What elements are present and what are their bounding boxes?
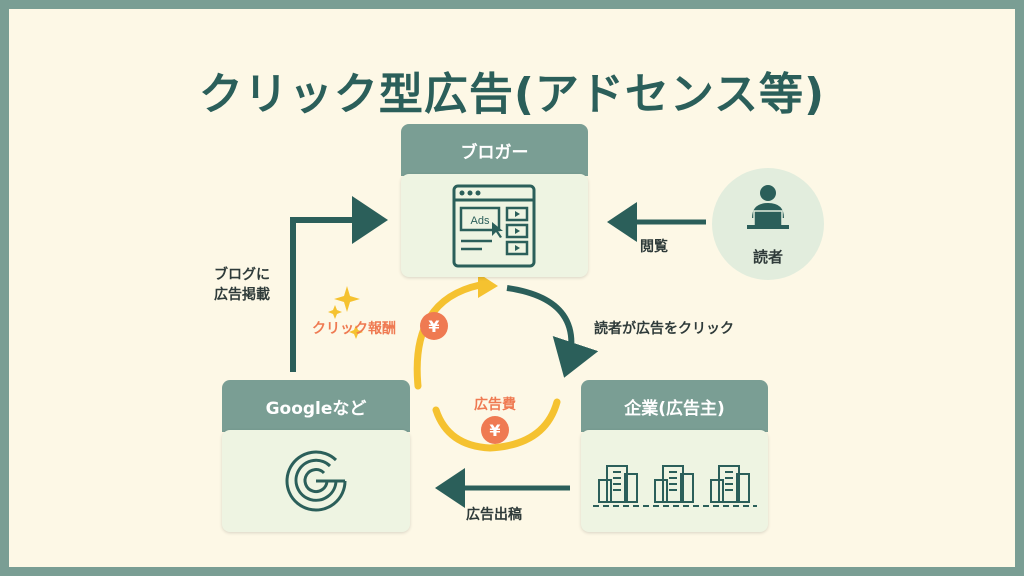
label-placement: 広告出稿 [466,507,522,523]
google-body [222,430,410,532]
yen-badge-fee: ¥ [481,416,509,444]
arrow-google-to-blogger [290,196,388,372]
google-card: Googleなど [222,380,410,532]
sparkle-icon [334,286,360,312]
person-laptop-icon [747,185,789,229]
label-blog-ads-line2: 広告掲載 [214,287,270,303]
ads-text: Ads [471,215,490,227]
reader-label: 読者 [752,248,783,266]
cycle-arrowhead [478,273,498,298]
buildings-icon [593,465,757,507]
page-title: クリック型広告(アドセンス等) [198,69,826,120]
browser-ads-icon: Ads [452,184,536,268]
sparkle-small-icon [349,325,363,339]
label-ad-fee: 広告費 [474,397,516,413]
label-blog-ads-line1: ブログに [214,267,270,283]
blogger-card: ブロガー Ads [401,124,588,277]
advertiser-header: 企業(広告主) [581,380,768,432]
label-click-reward: クリック報酬 [312,321,396,337]
google-header: Googleなど [222,380,410,432]
yen-badge-reward: ¥ [420,312,448,340]
label-view: 閲覧 [640,239,668,255]
arrow-click-arc [506,285,599,378]
reader-node: 読者 [712,168,824,280]
blogger-header: ブロガー [401,124,588,176]
advertiser-body [581,430,768,532]
google-g-icon [285,450,347,512]
label-click: 読者が広告をクリック [594,321,734,337]
blogger-body: Ads [401,174,588,277]
advertiser-card: 企業(広告主) [581,380,768,532]
cycle-arc-ad-fee [432,398,561,452]
sparkle-small-icon [328,305,342,319]
